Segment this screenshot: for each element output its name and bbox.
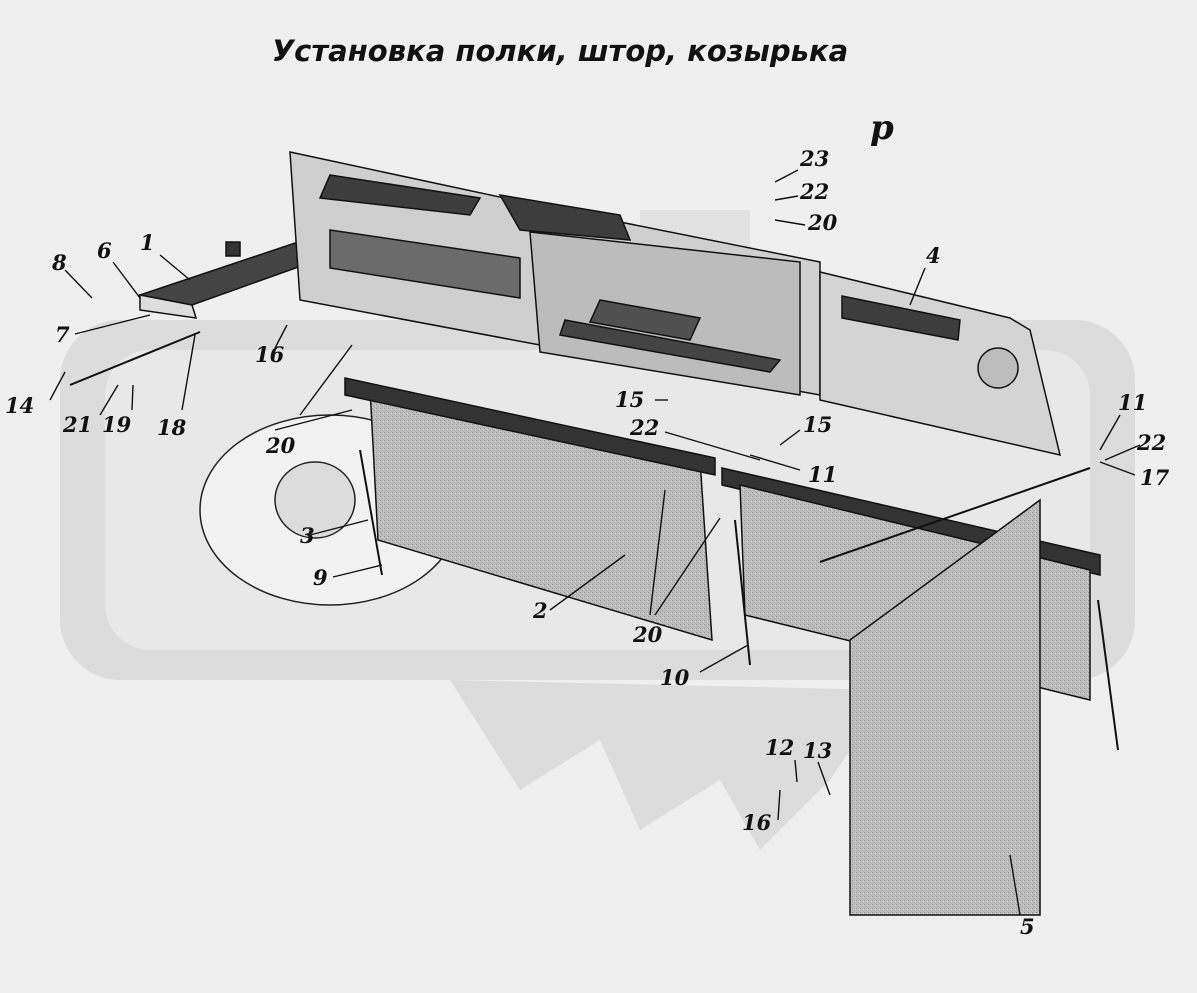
callout-23: 23 [799,146,829,171]
leader-lines [49,169,1141,916]
callout-8: 8 [51,250,67,275]
curtain-part-2 [344,377,716,642]
diagram-title: Установка полки, штор, козырька [271,34,849,68]
callout-6: 6 [97,238,112,263]
callout-9: 9 [313,565,328,590]
callout-18: 18 [157,415,187,440]
callout-22b: 22 [629,415,659,440]
callout-19: 19 [102,412,132,437]
callout-20c: 20 [632,622,663,647]
callout-21: 21 [62,412,92,437]
callout-16b: 16 [742,810,772,835]
callout-20b: 20 [265,433,296,458]
callout-10: 10 [660,665,690,690]
view-letter: р [870,108,894,148]
visor-part-4 [819,271,1062,457]
callout-15b: 15 [803,412,832,437]
callout-5: 5 [1020,914,1035,939]
callout-17: 17 [1140,465,1170,490]
callout-22c: 22 [1136,430,1166,455]
roof-console [289,151,821,396]
callout-22a: 22 [799,179,829,204]
callout-labels: 1 2 3 4 5 6 7 8 9 10 11 11 12 13 14 15 1… [5,146,1170,939]
callout-12: 12 [765,735,794,760]
callout-16a: 16 [255,342,285,367]
callout-13: 13 [803,738,832,763]
callout-14: 14 [5,393,34,418]
rods [69,331,1119,751]
callout-11b: 11 [808,462,837,487]
curtain-part-5 [849,498,1041,916]
callout-11a: 11 [1118,390,1147,415]
callout-2: 2 [532,598,548,623]
callout-7: 7 [55,322,70,347]
callout-4: 4 [926,243,941,268]
callout-3: 3 [300,523,315,548]
callout-20a: 20 [807,210,838,235]
callout-15a: 15 [615,387,644,412]
callout-1: 1 [140,230,155,255]
